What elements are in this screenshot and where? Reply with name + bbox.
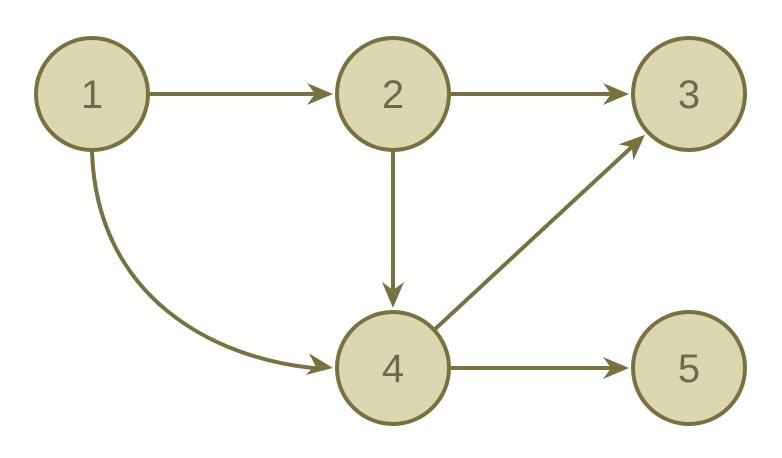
node-1-label: 1 [81,73,103,117]
edge-4-to-3-line [433,144,634,331]
node-2-circle [335,36,451,152]
edge-2-to-3-arrowhead [603,83,629,105]
node-3: 3 [631,36,747,152]
node-1-circle [34,36,150,152]
edge-4-to-5 [449,357,629,379]
edge-4-to-3 [433,134,645,331]
node-3-circle [631,36,747,152]
node-4-label: 4 [382,347,404,391]
node-5: 5 [631,310,747,426]
edge-1-to-2-arrowhead [307,83,333,105]
edge-4-to-5-arrowhead [603,357,629,379]
node-2: 2 [335,36,451,152]
edge-2-to-3 [449,83,629,105]
edge-1-to-4-line [90,150,315,370]
edge-2-to-4 [382,150,404,308]
edge-1-to-2 [148,83,333,105]
node-2-label: 2 [382,73,404,117]
node-5-circle [631,310,747,426]
node-1: 1 [34,36,150,152]
node-4-circle [335,310,451,426]
nodes-layer: 1 2 3 4 5 [34,36,747,426]
edges-layer [90,83,645,379]
edge-1-to-4 [90,150,333,376]
node-4: 4 [335,310,451,426]
edge-2-to-4-arrowhead [382,282,404,308]
edge-4-to-3-arrowhead [618,134,645,161]
node-3-label: 3 [678,73,700,117]
edge-1-to-4-arrowhead [305,353,333,376]
node-5-label: 5 [678,347,700,391]
